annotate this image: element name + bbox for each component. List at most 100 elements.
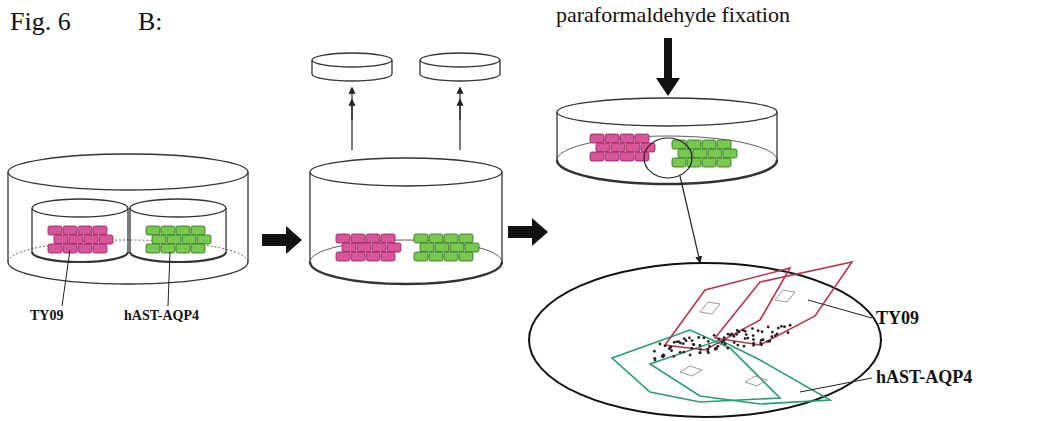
aggregate-dot (767, 325, 770, 328)
cell (93, 226, 107, 235)
cell-label: TY09 (876, 309, 919, 329)
aggregate-dot (743, 345, 746, 348)
aggregate-dot (783, 325, 786, 328)
cell (84, 235, 98, 244)
aggregate-dot (789, 324, 792, 327)
aggregate-dot (724, 343, 727, 346)
aggregate-dot (770, 335, 773, 338)
cell-label: hAST-AQP4 (124, 308, 199, 323)
cell (605, 152, 619, 161)
cell (620, 152, 634, 161)
culture-dish (557, 98, 777, 184)
leader-line (800, 300, 872, 392)
cell (48, 226, 62, 235)
zoom-pointer (680, 176, 700, 262)
cell-outline (612, 262, 852, 404)
cell-cluster (672, 140, 737, 167)
cell (366, 234, 380, 243)
aggregate-dot (733, 335, 736, 338)
aggregate-dot (787, 331, 790, 334)
cell (176, 226, 190, 235)
cell (93, 244, 107, 253)
cell (191, 244, 205, 253)
aggregate-dot (744, 337, 747, 340)
cell (717, 158, 731, 167)
cell (197, 235, 211, 244)
aggregate-dot (736, 329, 739, 332)
culture-dish (8, 154, 248, 284)
cell (693, 149, 707, 158)
cell (450, 243, 464, 252)
cell (176, 244, 190, 253)
cell (611, 143, 625, 152)
step-arrow (508, 218, 548, 246)
aggregate-dot (752, 338, 755, 341)
leader-line (62, 250, 170, 306)
aggregate-dot (768, 340, 771, 343)
cell (702, 140, 716, 149)
aggregate-dot (721, 341, 724, 344)
cell (465, 243, 479, 252)
cell (146, 244, 160, 253)
cell (444, 252, 458, 261)
cell (146, 226, 160, 235)
cell (635, 134, 649, 143)
aggregate-dot (672, 355, 675, 358)
aggregate-dot (744, 330, 747, 333)
figure-title: Fig. 6 (10, 8, 71, 37)
aggregate-dot (653, 350, 656, 353)
aggregate-dot (745, 333, 748, 336)
aggregate-dot (698, 344, 701, 347)
aggregate-dot (679, 342, 682, 345)
aggregate-dot (683, 337, 686, 340)
aggregate-dot (675, 340, 678, 343)
aggregate-dot (752, 344, 755, 347)
removed-insert (312, 53, 500, 81)
cell (63, 226, 77, 235)
cell (420, 243, 434, 252)
cell (54, 235, 68, 244)
aggregate-dot (682, 351, 685, 354)
aggregate-dot (760, 339, 763, 342)
cell (414, 234, 428, 243)
aggregate-dot (692, 343, 695, 346)
zoom-circle (644, 138, 692, 178)
cell (182, 235, 196, 244)
cell (366, 252, 380, 261)
cell (635, 152, 649, 161)
aggregate-dot (679, 351, 682, 354)
aggregate-dot (715, 348, 718, 351)
aggregate-dot (774, 334, 777, 337)
cell (161, 226, 175, 235)
cell (459, 234, 473, 243)
aggregate-dot (717, 345, 720, 348)
aggregate-dot (698, 352, 701, 355)
cell (708, 149, 722, 158)
cell-cluster (414, 234, 479, 261)
aggregate-dot (735, 333, 738, 336)
aggregate-dot (728, 333, 731, 336)
cell (596, 143, 610, 152)
aggregate-dot (759, 341, 762, 344)
cell (381, 234, 395, 243)
aggregate-dot (726, 347, 729, 350)
cell (78, 226, 92, 235)
cell (702, 158, 716, 167)
aggregate-dots (653, 324, 792, 362)
aggregate-dot (699, 351, 702, 354)
cell (342, 243, 356, 252)
cell (48, 244, 62, 253)
zoom-inset (529, 263, 881, 417)
aggregate-dot (713, 334, 716, 337)
aggregate-dot (717, 337, 720, 340)
aggregate-dot (751, 327, 754, 330)
cell (167, 235, 181, 244)
aggregate-dot (670, 349, 673, 352)
cell (459, 252, 473, 261)
cell-cluster (146, 226, 211, 253)
aggregate-dot (690, 347, 693, 350)
aggregate-dot (692, 343, 695, 346)
aggregate-dot (682, 342, 685, 345)
cell (626, 143, 640, 152)
